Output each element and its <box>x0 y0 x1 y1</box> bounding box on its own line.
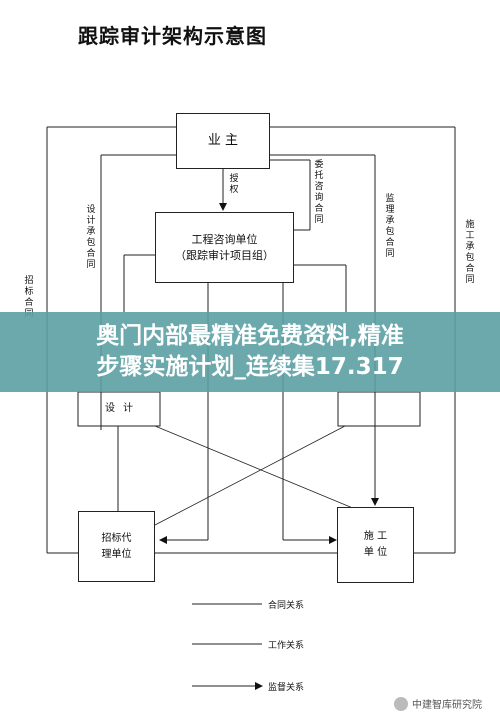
overlay-banner: 奥门内部最精准免费资料,精准 步骤实施计划_连续集17.317 <box>0 312 500 392</box>
watermark-text: 中建智库研究院 <box>412 700 482 711</box>
banner-line-1: 奥门内部最精准免费资料,精准 <box>96 323 404 349</box>
supervision-contract-label: 监理承包合同 <box>385 194 395 260</box>
construction-contract-label: 施工承包合同 <box>465 220 475 286</box>
wechat-icon <box>394 696 408 711</box>
legend-contract-label: 合同关系 <box>268 601 305 611</box>
watermark: 中建智库研究院 <box>394 696 482 711</box>
authorize-label: 授权 <box>229 174 239 196</box>
consult-label-line2: （跟踪审计项目组） <box>175 248 274 262</box>
consult-label-line1: 工程咨询单位 <box>191 232 258 246</box>
banner-line-2: 步骤实施计划_连续集17.317 <box>96 354 404 380</box>
legend-work-label: 工作关系 <box>268 641 305 651</box>
cross-line-2 <box>154 425 346 526</box>
legend-supervise-label: 监督关系 <box>268 683 305 693</box>
design-node: 设 计 <box>78 392 160 426</box>
owner-node: 业 主 <box>176 113 270 169</box>
entrust-label: 委托咨询合同 <box>314 160 324 226</box>
design-contract-label: 设计承包合同 <box>86 205 96 271</box>
diagram-title: 跟踪审计架构示意图 <box>78 24 267 48</box>
cross-line-1 <box>154 425 361 512</box>
design-label-b: 计 <box>123 403 133 414</box>
design-label-a: 设 <box>105 403 115 414</box>
consult-node: 工程咨询单位 （跟踪审计项目组） <box>155 212 294 283</box>
agent-node: 招标代 理单位 <box>78 511 155 582</box>
construction-node: 施 工 单 位 <box>337 507 414 583</box>
